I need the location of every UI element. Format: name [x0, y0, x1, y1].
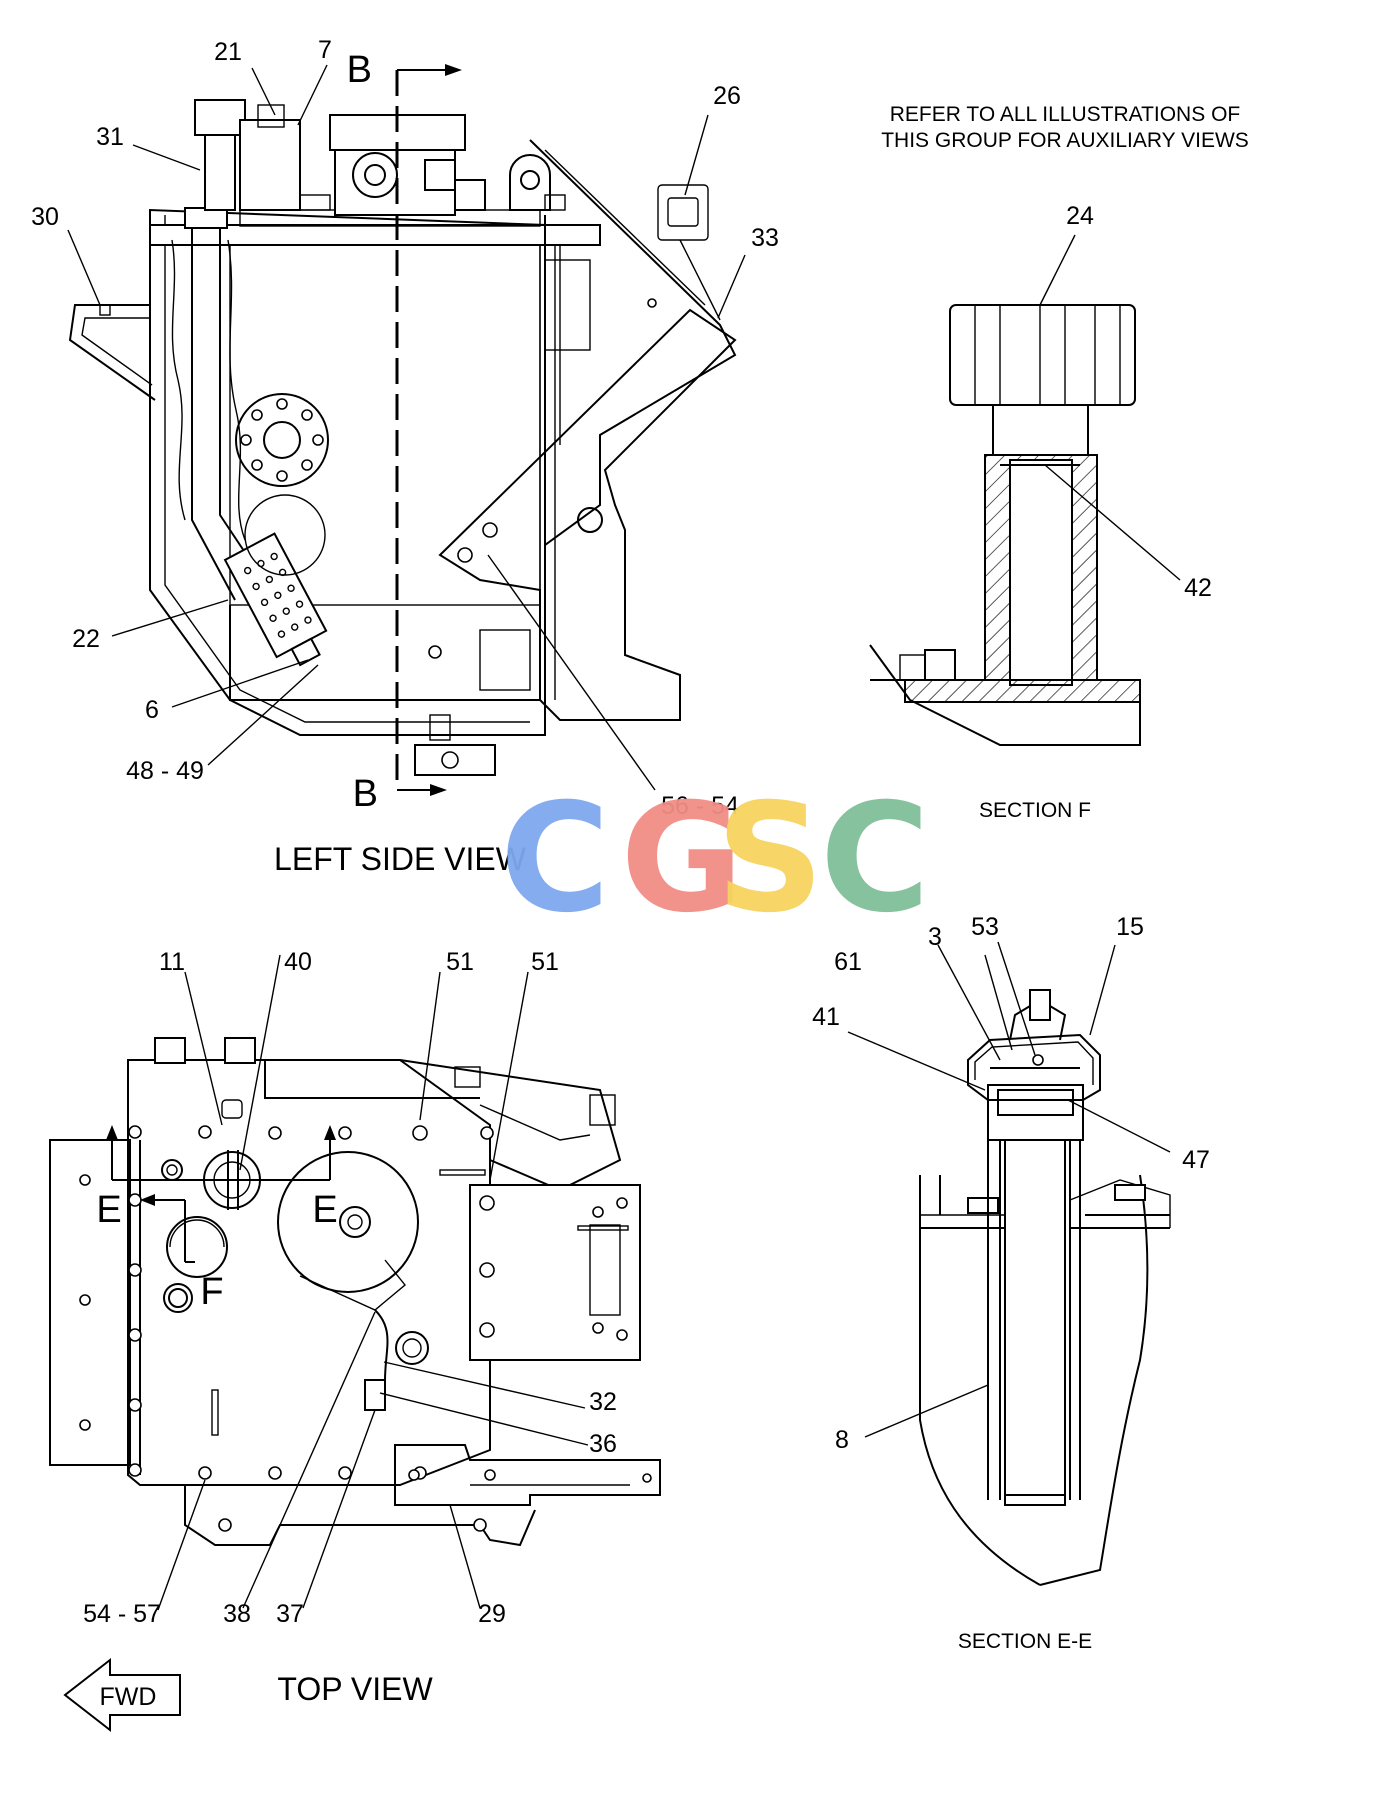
fwd-arrow-icon: [63, 1657, 181, 1733]
callout-56-54: 56 - 54: [661, 792, 739, 820]
callout-41: 41: [812, 1003, 840, 1031]
callout-47: 47: [1182, 1146, 1210, 1174]
section-e-left-marker: E: [96, 1189, 121, 1231]
watermark-letter-c2: C: [820, 772, 930, 946]
callout-24: 24: [1066, 202, 1094, 230]
callout-36: 36: [589, 1430, 617, 1458]
callout-40: 40: [284, 948, 312, 976]
section-b-bottom-marker: B: [353, 773, 378, 815]
callout-37: 37: [276, 1600, 304, 1628]
watermark-letter-s: S: [716, 772, 824, 946]
top-view: E E F 11 40 51 51 32 36 54 - 57 38 37 29…: [49, 948, 661, 1733]
section-e-right-marker: E: [312, 1189, 337, 1231]
section-f-view: 24 42 SECTION F: [869, 202, 1212, 822]
callout-3: 3: [928, 923, 942, 951]
section-f-marker: F: [200, 1271, 223, 1313]
callout-22: 22: [72, 625, 100, 653]
callout-21: 21: [214, 38, 242, 66]
left-side-view: B B 21 7 31 30 26 33 22 6 48 - 49 56 - 5…: [31, 36, 779, 877]
fwd-label: FWD: [100, 1683, 157, 1711]
section-f-title: SECTION F: [979, 799, 1091, 822]
section-ee-title: SECTION E-E: [958, 1630, 1092, 1653]
left-side-view-title: LEFT SIDE VIEW: [274, 841, 527, 877]
callout-8: 8: [835, 1426, 849, 1454]
callout-51-left: 51: [446, 948, 474, 976]
callout-6: 6: [145, 696, 159, 724]
callout-33: 33: [751, 224, 779, 252]
note-line-2: THIS GROUP FOR AUXILIARY VIEWS: [881, 129, 1249, 152]
section-ee-view: 3 53 15 61 41 47 8 SECTION E-E: [812, 913, 1210, 1653]
watermark-letter-g: G: [620, 772, 743, 946]
callout-42: 42: [1184, 574, 1212, 602]
callout-31: 31: [96, 123, 124, 151]
callout-15: 15: [1116, 913, 1144, 941]
callout-11: 11: [159, 948, 185, 976]
watermark-logo: C G S C: [500, 772, 930, 946]
note-line-1: REFER TO ALL ILLUSTRATIONS OF: [890, 103, 1240, 126]
section-b-top-marker: B: [347, 49, 372, 91]
callout-26: 26: [713, 82, 741, 110]
top-view-title: TOP VIEW: [277, 1671, 433, 1707]
callout-48-49: 48 - 49: [126, 757, 204, 785]
callout-30: 30: [31, 203, 59, 231]
callout-53: 53: [971, 913, 999, 941]
callout-38: 38: [223, 1600, 251, 1628]
callout-54-57: 54 - 57: [83, 1600, 161, 1628]
callout-29: 29: [478, 1600, 506, 1628]
callout-32: 32: [589, 1388, 617, 1416]
watermark-letter-c1: C: [500, 772, 610, 946]
callout-61: 61: [834, 948, 862, 976]
callout-51-right: 51: [531, 948, 559, 976]
callout-7: 7: [318, 36, 332, 64]
